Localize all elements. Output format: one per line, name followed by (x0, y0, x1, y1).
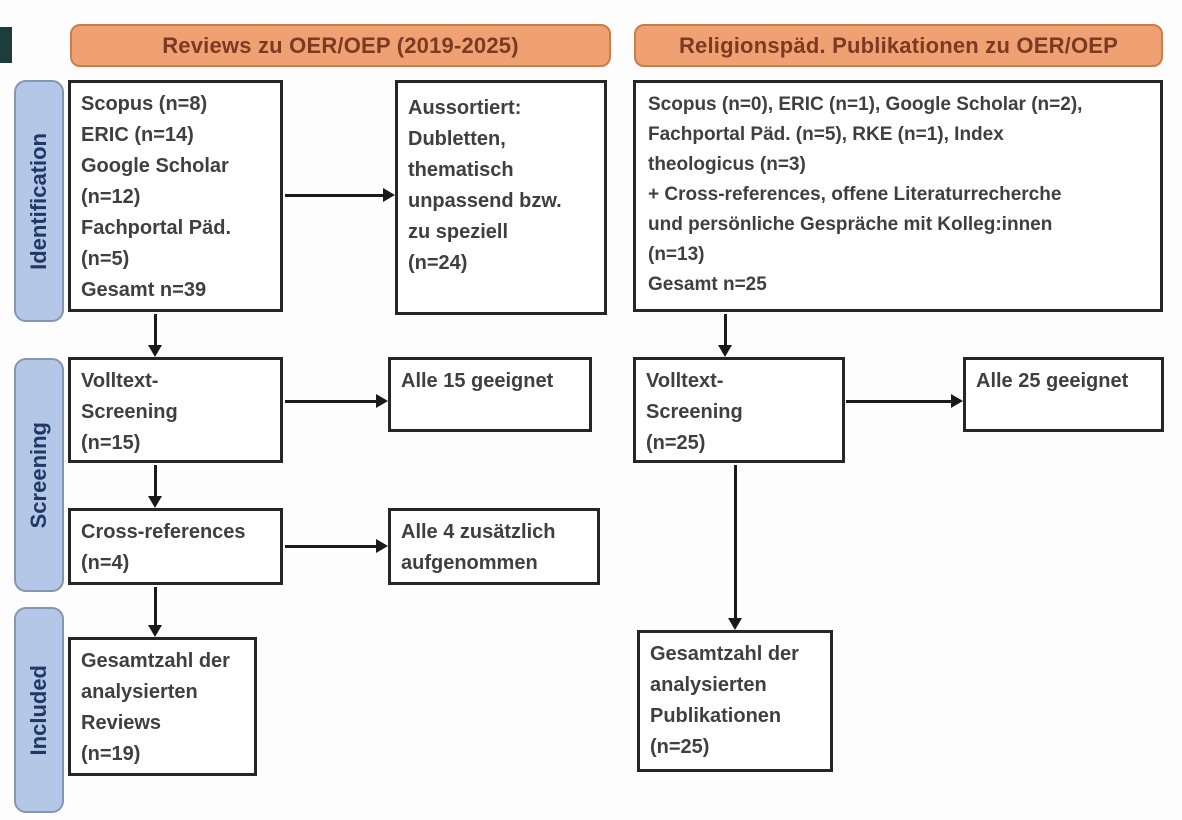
arrow-relpub-fulltext-to-eligible (846, 394, 963, 408)
header-reviews-column: Reviews zu OER/OEP (2019-2025) (70, 24, 611, 67)
box-text-line: Gesamt n=39 (81, 279, 207, 301)
box-text-line: Google Scholar (81, 155, 229, 177)
header-reviews-label: Reviews zu OER/OEP (2019-2025) (162, 32, 519, 58)
box-text-line: und persönliche Gespräche mit Kolleg:inn… (648, 214, 1053, 235)
stage-included: Included (14, 607, 64, 813)
box-text-line: (n=24) (408, 252, 468, 274)
box-relpub-sources: Scopus (n=0), ERIC (n=1), Google Scholar… (633, 80, 1163, 312)
box-text-line: + Cross-references, offene Literaturrech… (648, 184, 1062, 205)
box-text-line: (n=15) (81, 432, 141, 454)
box-text-line: thematisch (408, 159, 514, 181)
box-text-line: unpassend bzw. (408, 190, 562, 212)
box-text-line: Publikationen (650, 705, 782, 727)
arrow-reviews-sources-to-fulltext (148, 314, 162, 357)
box-text-line: Scopus (n=0), ERIC (n=1), Google Scholar… (648, 94, 1083, 115)
stage-screening-label: Screening (26, 421, 51, 529)
box-text-line: (n=4) (81, 552, 130, 574)
stage-identification-label: Identification (26, 132, 51, 270)
box-text-line: ERIC (n=14) (81, 124, 194, 146)
box-text-line: Scopus (n=8) (81, 93, 208, 115)
box-reviews-excluded: Aussortiert: Dubletten, thematisch unpassen… (395, 80, 607, 315)
arrow-reviews-fulltext-to-eligible (285, 394, 388, 408)
box-text-line: (n=25) (650, 736, 710, 758)
arrow-reviews-crossrefs-to-total (148, 587, 162, 637)
box-reviews-sources: Scopus (n=8) ERIC (n=14) Google Scholar (n=… (68, 80, 283, 312)
arrow-reviews-fulltext-to-crossrefs (148, 465, 162, 508)
stage-included-label: Included (26, 664, 51, 756)
box-text-line: Gesamt n=25 (648, 274, 767, 295)
box-text-line: Reviews (81, 712, 162, 734)
box-text-line: Gesamtzahl der (650, 643, 799, 665)
box-text-line: Alle 4 zusätzlich (401, 521, 556, 543)
box-text-line: (n=13) (648, 244, 705, 265)
box-reviews-fulltext-screening: Volltext- Screening (n=15) (68, 357, 283, 463)
box-text-line: Gesamtzahl der (81, 650, 230, 672)
box-text-line: Screening (81, 401, 178, 423)
scan-edge-artifact (0, 27, 12, 63)
box-text-line: analysierten (81, 681, 198, 703)
stage-screening: Screening (14, 358, 64, 592)
box-text-line: theologicus (n=3) (648, 154, 806, 175)
box-text-line: Dubletten, (408, 128, 506, 150)
box-text-line: Screening (646, 401, 743, 423)
box-text-line: (n=12) (81, 186, 141, 208)
header-religionspaed-column: Religionspäd. Publikationen zu OER/OEP (634, 24, 1163, 67)
box-text-line: Cross-references (81, 521, 246, 543)
box-text-line: aufgenommen (401, 552, 538, 574)
box-text-line: analysierten (650, 674, 767, 696)
box-text-line: Fachportal Päd. (81, 217, 232, 239)
arrow-reviews-sources-to-excluded (285, 188, 395, 202)
arrow-relpub-sources-to-fulltext (718, 314, 732, 357)
box-text-line: (n=5) (81, 248, 130, 270)
box-text-line: (n=25) (646, 432, 706, 454)
box-reviews-eligible: Alle 15 geeignet (388, 357, 592, 432)
arrow-relpub-fulltext-to-total (728, 465, 742, 630)
box-text-line: Fachportal Päd. (n=5), RKE (n=1), Index (648, 124, 1004, 145)
box-text-line: Alle 25 geeignet (976, 370, 1129, 392)
box-reviews-crossreferences: Cross-references (n=4) (68, 508, 283, 585)
box-text-line: Alle 15 geeignet (401, 370, 554, 392)
box-reviews-added: Alle 4 zusätzlich aufgenommen (388, 508, 600, 585)
stage-identification: Identification (14, 80, 64, 322)
header-religionspaed-label: Religionspäd. Publikationen zu OER/OEP (678, 32, 1119, 58)
box-text-line: Volltext- (646, 370, 724, 392)
box-text-line: Aussortiert: (408, 97, 522, 119)
box-text-line: (n=19) (81, 743, 141, 765)
arrow-reviews-crossrefs-to-added (285, 539, 388, 553)
box-text-line: zu speziell (408, 221, 509, 243)
box-relpub-eligible: Alle 25 geeignet (963, 357, 1164, 432)
box-text-line: Volltext- (81, 370, 159, 392)
box-relpub-fulltext-screening: Volltext- Screening (n=25) (633, 357, 845, 463)
